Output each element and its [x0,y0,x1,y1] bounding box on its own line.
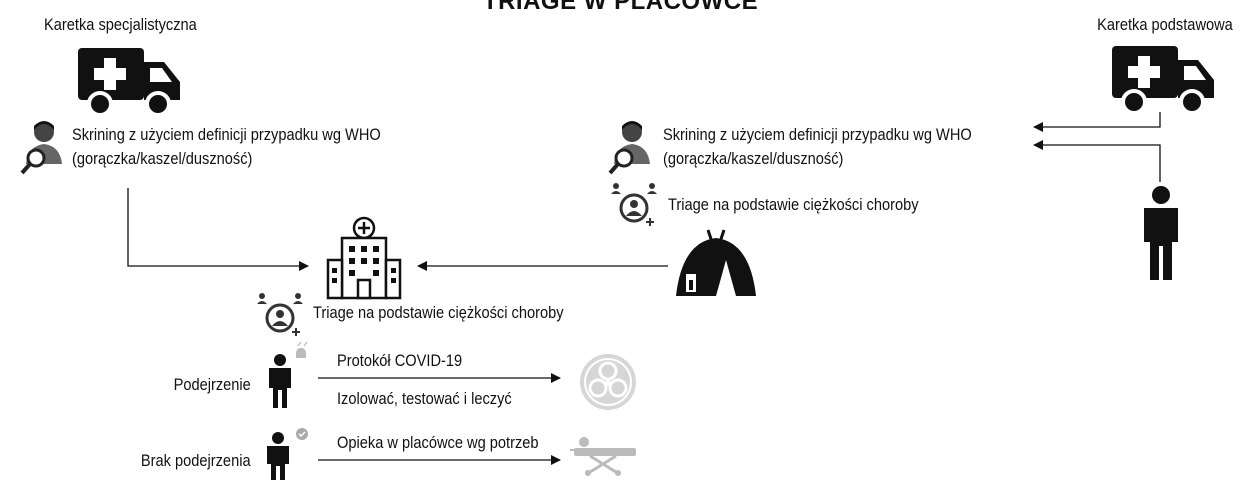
triage-center-label: Triage na podstawie ciężkości choroby [313,303,564,322]
arrow-ambulance-to-screening [1033,112,1161,132]
arrow-person-to-screening [1033,140,1161,182]
doctor-magnifier-icon [608,121,650,175]
tent-icon [676,229,756,296]
not-suspected-label: Brak podejrzenia [141,451,251,470]
triage-group-icon [257,293,303,336]
suspected-action-label: Izolować, testować i leczyć [337,389,512,408]
triage-right-label: Triage na podstawie ciężkości choroby [668,195,919,214]
suspected-label: Podejrzenie [173,375,251,394]
screening-right-line1: Skrining z użyciem definicji przypadku w… [663,125,972,144]
protocol-label: Protokół COVID-19 [337,351,463,370]
screening-left-line2: (gorączka/kaszel/duszność) [72,149,253,168]
doctor-magnifier-icon [20,121,62,175]
page-title: TRIAGE W PLACÓWCE [482,0,759,15]
stretcher-icon [570,437,636,476]
hospital-icon [326,216,402,300]
screening-left-line1: Skrining z użyciem definicji przypadku w… [72,125,381,144]
screening-right-line2: (gorączka/kaszel/duszność) [663,149,844,168]
suspected-person-icon [269,341,308,408]
left-ambulance-label: Karetka specjalistyczna [44,15,197,34]
ambulance-icon [1112,46,1214,115]
right-ambulance-label: Karetka podstawowa [1097,15,1233,34]
not-suspected-action-label: Opieka w placówce wg potrzeb [337,433,539,452]
not-suspected-person-icon [267,428,308,480]
ambulance-icon [78,48,180,117]
biohazard-icon [580,354,636,410]
triage-group-icon [611,183,657,226]
arrow-left-to-hospital [127,188,309,271]
person-icon [1144,186,1178,280]
